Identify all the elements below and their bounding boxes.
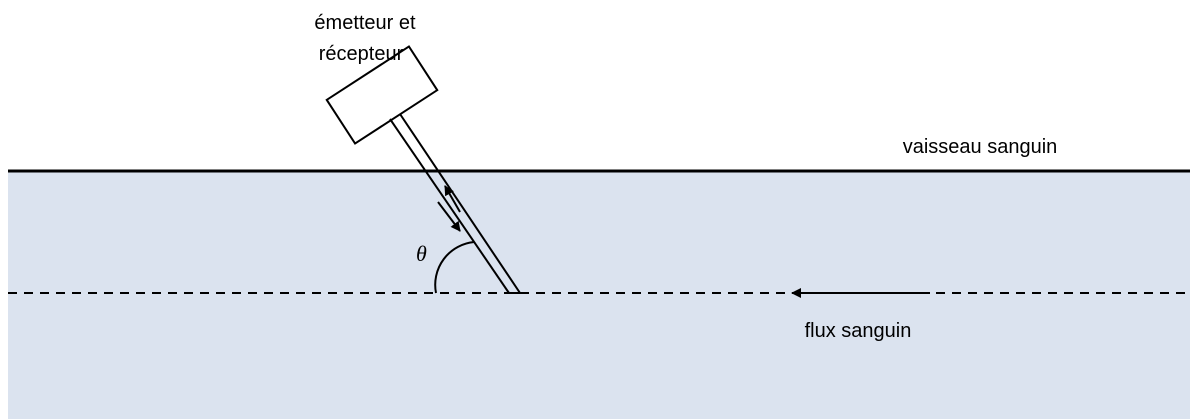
transducer-label-line1: émetteur et — [314, 12, 416, 34]
angle-theta-label: θ — [416, 241, 427, 266]
reflected-wave-arrow — [444, 185, 461, 213]
beam-line-left — [389, 118, 510, 294]
transducer-label-line2: récepteur — [319, 43, 404, 65]
beam-line-right — [399, 113, 521, 294]
flow-label: flux sanguin — [805, 320, 912, 342]
vessel-label: vaisseau sanguin — [903, 136, 1058, 158]
angle-arc — [434, 241, 475, 294]
blood-vessel-region — [8, 171, 1190, 419]
transducer-housing — [325, 45, 439, 145]
emitted-wave-arrow — [437, 201, 461, 232]
